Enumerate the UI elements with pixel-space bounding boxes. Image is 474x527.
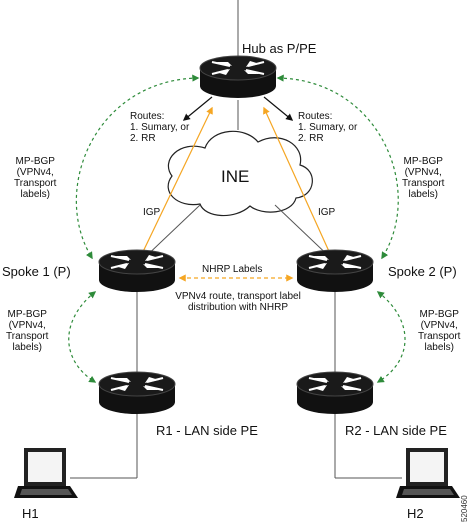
h2-label: H2 xyxy=(407,506,424,521)
r2-label: R2 - LAN side PE xyxy=(345,423,447,438)
h1-label: H1 xyxy=(22,506,39,521)
mpbgp-hub-left-label: MP-BGP (VPNv4, Transport labels) xyxy=(14,156,57,200)
igp-right-label: IGP xyxy=(318,207,336,218)
spoke2-label: Spoke 2 (P) xyxy=(388,264,457,279)
mpbgp-spoke-right-label: MP-BGP (VPNv4, Transport labels) xyxy=(418,309,461,353)
hub-router-icon xyxy=(199,55,277,99)
h2-laptop-icon xyxy=(396,448,460,498)
r2-router-icon xyxy=(296,371,374,415)
spoke2-router-icon xyxy=(296,249,374,293)
routes-left-label: Routes: 1. Sumary, or 2. RR xyxy=(130,111,190,144)
h1-laptop-icon xyxy=(14,448,78,498)
nhrp-labels-label: NHRP Labels xyxy=(202,264,263,275)
figure-id-label: 520460 xyxy=(460,495,469,522)
igp-left-label: IGP xyxy=(143,207,161,218)
mpbgp-spoke2-r2-arrow xyxy=(376,291,406,383)
hub-label: Hub as P/PE xyxy=(242,41,317,56)
spoke1-router-icon xyxy=(98,249,176,293)
mpbgp-hub-spoke1-arrow xyxy=(75,74,200,260)
mpbgp-spoke-left-label: MP-BGP (VPNv4, Transport labels) xyxy=(6,309,49,353)
spoke1-label: Spoke 1 (P) xyxy=(2,264,71,279)
routes-right-label: Routes: 1. Sumary, or 2. RR xyxy=(298,111,358,144)
mpbgp-hub-right-label: MP-BGP (VPNv4, Transport labels) xyxy=(402,156,445,200)
r1-label: R1 - LAN side PE xyxy=(156,423,258,438)
vpnv4-note-label: VPNv4 route, transport label distributio… xyxy=(175,291,301,313)
mpbgp-hub-spoke2-arrow xyxy=(276,74,399,260)
r1-router-icon xyxy=(98,371,176,415)
ine-label: INE xyxy=(221,167,250,186)
mpbgp-spoke1-r1-arrow xyxy=(68,291,97,383)
